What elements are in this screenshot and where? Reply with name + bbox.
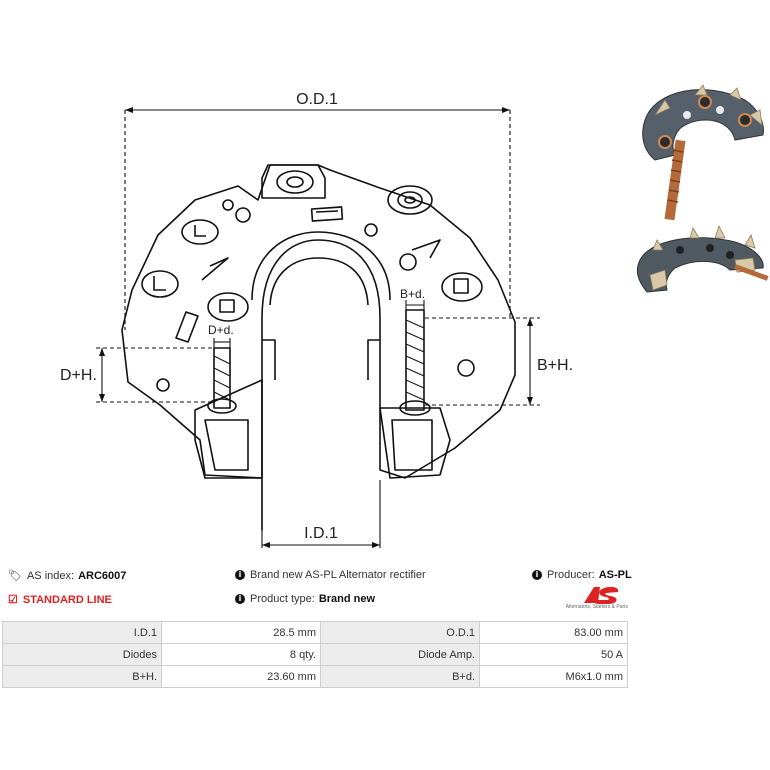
table-row: Diodes 8 qty. Diode Amp. 50 A	[2, 643, 628, 666]
specs-table: I.D.1 28.5 mm O.D.1 83.00 mm Diodes 8 qt…	[2, 621, 628, 688]
info-icon: i	[235, 594, 245, 604]
info-icon: i	[532, 570, 542, 580]
spec-value: 23.60 mm	[161, 665, 321, 688]
spec-label: I.D.1	[2, 621, 162, 644]
spec-value: 83.00 mm	[479, 621, 628, 644]
tag-icon: 🏷	[8, 569, 22, 582]
bd-label: B+d.	[400, 287, 425, 301]
as-logo: Alternators, Starters & Parts	[565, 585, 630, 613]
producer-label: Producer:	[547, 569, 595, 581]
product-description: i Brand new AS-PL Alternator rectifier	[235, 569, 426, 581]
product-type: i Product type: Brand new	[235, 593, 375, 605]
spec-label: Diode Amp.	[320, 643, 480, 666]
od-label: O.D.1	[296, 91, 338, 108]
table-row: I.D.1 28.5 mm O.D.1 83.00 mm	[2, 621, 628, 644]
bh-label: B+H.	[537, 357, 573, 374]
producer-value: AS-PL	[598, 569, 632, 581]
standard-line-text: STANDARD LINE	[22, 593, 112, 606]
spec-value: 28.5 mm	[161, 621, 321, 644]
spec-label: O.D.1	[320, 621, 480, 644]
checkbox-icon: ☑	[8, 594, 18, 606]
as-logo-mark	[584, 586, 619, 604]
product-type-label: Product type:	[250, 593, 315, 605]
as-index-value: ARC6007	[78, 569, 127, 582]
spec-label: B+H.	[2, 665, 162, 688]
info-icon: i	[235, 570, 245, 580]
rectifier-outline	[121, 164, 516, 531]
description-text: Brand new AS-PL Alternator rectifier	[250, 569, 426, 581]
as-index: 🏷 AS index: ARC6007	[8, 569, 126, 582]
spec-label: B+d.	[320, 665, 480, 688]
dh-label: D+H.	[60, 367, 97, 384]
spec-label: Diodes	[2, 643, 162, 666]
rectifier-technical-drawing: O.D.1 I.D.1 B+H. D+H. B+d. D+d.	[60, 91, 573, 548]
producer: i Producer: AS-PL	[532, 569, 632, 581]
spec-value: 8 qty.	[161, 643, 321, 666]
spec-value: M6x1.0 mm	[479, 665, 628, 688]
as-index-label: AS index:	[26, 569, 75, 582]
product-type-value: Brand new	[318, 593, 376, 605]
product-photo-top	[642, 84, 764, 221]
logo-tagline: Alternators, Starters & Parts	[565, 604, 628, 610]
id-label: I.D.1	[304, 525, 338, 542]
dd-label: D+d.	[208, 323, 234, 337]
product-photo-bottom	[636, 224, 769, 293]
table-row: B+H. 23.60 mm B+d. M6x1.0 mm	[2, 665, 628, 688]
spec-value: 50 A	[479, 643, 628, 666]
standard-line-badge: ☑ STANDARD LINE	[8, 593, 112, 607]
